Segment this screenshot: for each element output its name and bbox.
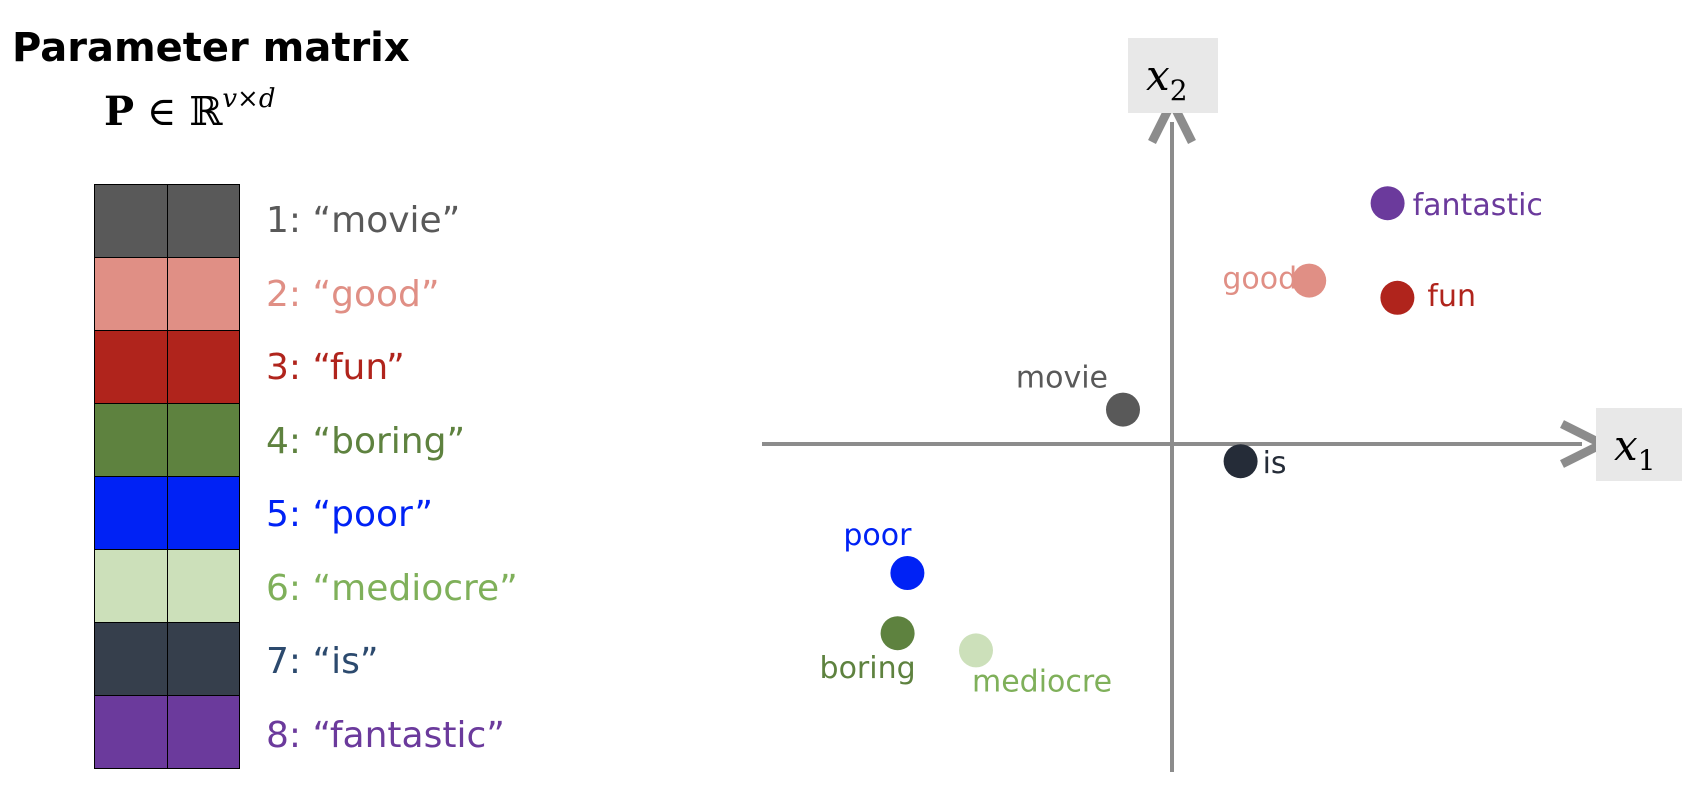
point-mediocre	[959, 633, 993, 668]
x-axis-label-base: x	[1614, 421, 1638, 470]
vocab-label: 6: “mediocre”	[266, 567, 518, 609]
vocab-label: 5: “poor”	[266, 494, 433, 536]
x-axis-label-subscript: 1	[1638, 444, 1656, 477]
vocab-label: 4: “boring”	[266, 420, 466, 462]
y-axis-label-box	[1128, 38, 1218, 113]
point-fun	[1380, 280, 1415, 315]
point-label-fun: fun	[1427, 279, 1476, 314]
x-axis-label-box	[1596, 408, 1682, 481]
point-label-boring: boring	[820, 651, 916, 686]
point-fantastic	[1370, 186, 1405, 221]
matrix-symbol: P	[104, 88, 135, 135]
matrix-cell	[167, 404, 239, 476]
point-label-poor: poor	[843, 518, 912, 553]
matrix-row	[95, 550, 239, 623]
vocab-label: 1: “movie”	[266, 200, 461, 242]
matrix-row	[95, 404, 239, 477]
matrix-relation: ∈ ℝ	[134, 89, 223, 135]
parameter-matrix-grid	[94, 184, 240, 769]
matrix-row	[95, 623, 239, 696]
vocab-label: 2: “good”	[266, 273, 440, 315]
matrix-cell	[95, 185, 168, 257]
point-boring	[880, 616, 915, 651]
vocab-label: 3: “fun”	[266, 347, 405, 389]
matrix-cell	[167, 623, 239, 695]
matrix-row	[95, 696, 239, 768]
point-label-mediocre: mediocre	[972, 664, 1112, 699]
matrix-dimension-label: P ∈ ℝv×d	[104, 86, 275, 132]
vocab-label: 7: “is”	[266, 641, 379, 683]
matrix-cell	[95, 477, 168, 549]
plot-points: fantastic good fun movie is poor boring mediocr…	[820, 186, 1543, 699]
vocab-label: 8: “fantastic”	[266, 714, 505, 756]
vocab-label-list: 1: “movie” 2: “good” 3: “fun” 4: “boring” 5:…	[266, 184, 518, 772]
matrix-superscript: v×d	[222, 84, 276, 114]
matrix-row	[95, 258, 239, 331]
matrix-cell	[95, 623, 168, 695]
point-label-good: good	[1222, 262, 1297, 297]
y-axis-label-base: x	[1146, 51, 1170, 100]
matrix-cell	[95, 404, 168, 476]
matrix-cell	[167, 258, 239, 330]
matrix-cell	[167, 550, 239, 622]
matrix-row	[95, 331, 239, 404]
y-axis-label-subscript: 2	[1170, 74, 1188, 107]
point-good	[1292, 263, 1327, 298]
point-is	[1223, 444, 1258, 479]
matrix-cell	[95, 696, 168, 768]
point-label-fantastic: fantastic	[1413, 188, 1543, 223]
y-axis-label: x2	[1146, 51, 1188, 107]
x-axis-label: x1	[1614, 421, 1656, 477]
parameter-matrix-title: Parameter matrix	[12, 25, 410, 71]
matrix-cell	[167, 331, 239, 403]
matrix-row	[95, 185, 239, 258]
matrix-cell	[95, 331, 168, 403]
matrix-cell	[167, 185, 239, 257]
matrix-cell	[95, 550, 168, 622]
point-movie	[1106, 392, 1140, 427]
point-label-movie: movie	[1016, 361, 1108, 396]
matrix-cell	[95, 258, 168, 330]
matrix-cell	[167, 477, 239, 549]
matrix-cell	[167, 696, 239, 768]
matrix-row	[95, 477, 239, 550]
point-poor	[890, 556, 925, 590]
point-label-is: is	[1263, 446, 1287, 481]
